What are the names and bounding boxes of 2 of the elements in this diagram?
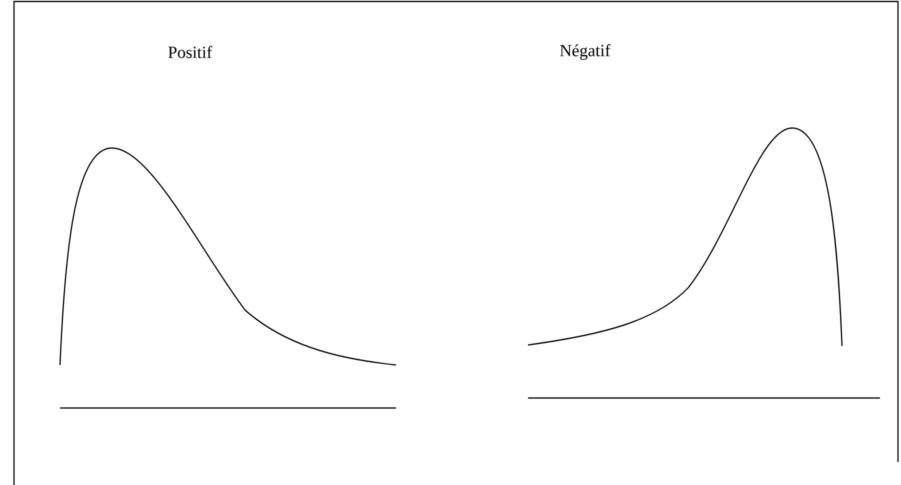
curve-label: Négatif <box>560 44 610 60</box>
curve-label: Positif <box>168 46 212 58</box>
